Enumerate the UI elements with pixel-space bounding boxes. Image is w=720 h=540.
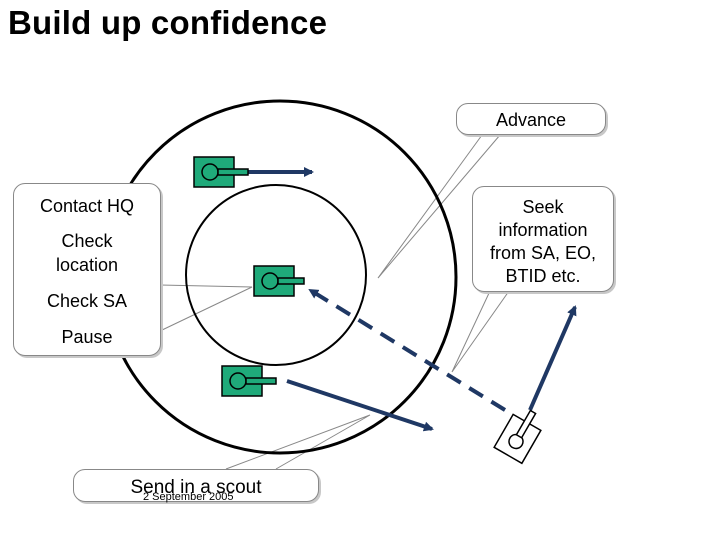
seek-line-1: Seek [522, 197, 564, 217]
move-arrow [286, 379, 434, 432]
send-scout-callout: Send in a scout [73, 469, 319, 502]
inner-circle [185, 184, 367, 366]
tank-icon [221, 365, 277, 397]
scout-advance-arrow [528, 305, 577, 411]
tank-icon [193, 156, 249, 188]
tank-icon [253, 265, 305, 297]
slide-title: Build up confidence [8, 4, 328, 41]
contact-hq-label: Contact HQ [39, 196, 135, 216]
seek-line-3: from SA, EO, [489, 243, 597, 263]
pause-label: Pause [61, 327, 113, 347]
check-location-line-2: location [55, 255, 119, 275]
callout-tails [159, 134, 510, 470]
check-location-line-1: Check [61, 231, 113, 251]
seek-line-4: BTID etc. [505, 266, 581, 286]
footer-date: 2 September 2005 [143, 491, 234, 503]
actions-callout: Contact HQ Check location Check SA Pause [13, 183, 161, 356]
seek-information-callout: Seek information from SA, EO, BTID etc. [472, 186, 614, 292]
seek-line-2: information [498, 220, 588, 240]
check-sa-label: Check SA [46, 291, 128, 311]
scout-tank-icon [493, 409, 542, 465]
advance-callout: Advance [456, 103, 606, 135]
scout-return-arrow [308, 288, 507, 412]
